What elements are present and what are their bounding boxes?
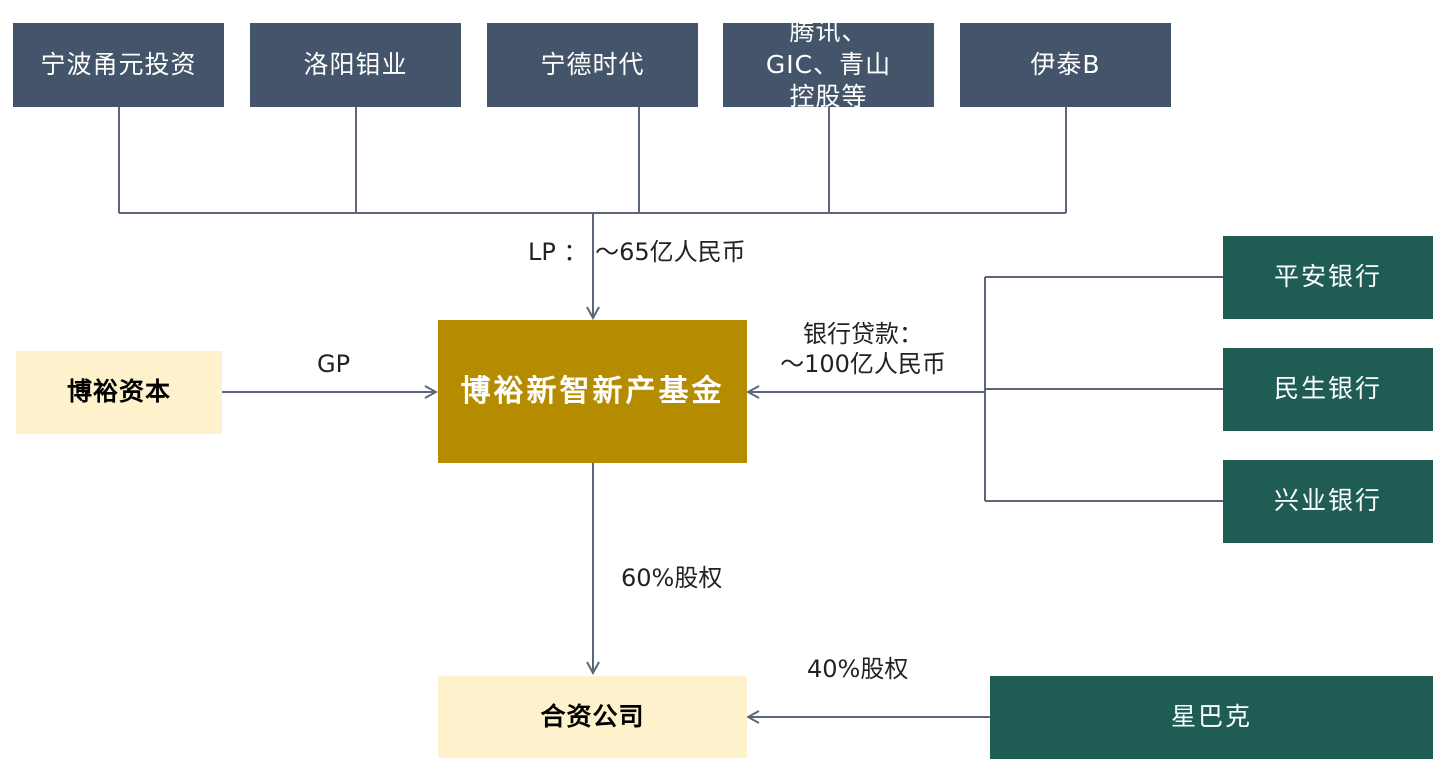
bank-loan-label: 银行贷款： ～100亿人民币 [778,319,948,379]
equity-40-label: 40%股权 [807,655,909,683]
lp-investor-label: 洛阳钼业 [303,49,408,79]
bank-label: 兴业银行 [1273,486,1382,516]
bank-loan-label-line1: 银行贷款： [803,320,923,348]
lp-investor-yitai: 伊泰B [960,23,1171,107]
lp-investor-label: 伊泰B [1030,49,1101,79]
bank-label: 平安银行 [1273,262,1382,292]
jv-label: 合资公司 [540,701,645,731]
gp-label: 博裕资本 [66,377,171,407]
lp-investor-cmoc: 洛阳钼业 [250,23,461,107]
fund-label: 博裕新智新产基金 [460,374,725,409]
starbucks-label: 星巴克 [1170,702,1252,732]
gp-boyu-capital-box: 博裕资本 [16,351,222,434]
lp-investor-tencent-gic-tsingshan: 腾讯、GIC、青山控股等 [723,17,934,111]
gp-edge-label: GP [317,350,351,378]
equity-60-label: 60%股权 [621,564,723,592]
bank-pingan-box: 平安银行 [1223,236,1433,319]
bank-loan-label-line2: ～100亿人民币 [780,350,946,378]
lp-investor-label: 宁德时代 [540,49,645,79]
lp-investor-ningbo: 宁波甬元投资 [13,23,224,107]
bank-minsheng-box: 民生银行 [1223,348,1433,431]
bank-industrial-box: 兴业银行 [1223,460,1433,543]
bank-label: 民生银行 [1273,374,1382,404]
lp-investor-catl: 宁德时代 [487,23,698,107]
lp-amount-label: LP ： ～65亿人民币 [528,238,746,266]
lp-investor-label: 宁波甬元投资 [40,49,197,79]
starbucks-box: 星巴克 [990,676,1433,759]
lp-investor-label: 腾讯、GIC、青山控股等 [765,17,892,112]
joint-venture-box: 合资公司 [438,676,747,758]
fund-box: 博裕新智新产基金 [438,320,747,463]
